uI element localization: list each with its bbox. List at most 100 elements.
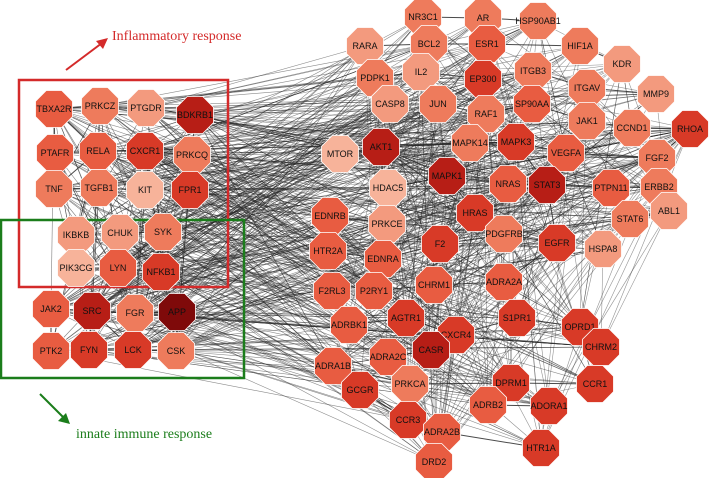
edge [405,212,476,319]
node-mapk1: MAPK1 [428,157,466,195]
node-shape [142,253,180,291]
edge [134,142,471,314]
node-label: VEGFA [551,148,581,158]
node-shape [81,87,119,125]
node-label: MTOR [327,149,354,159]
edge [53,108,191,191]
node-shape [309,232,347,270]
node-label: CHUK [107,228,133,238]
edge [482,78,660,188]
node-shape [127,89,165,127]
node-label: RAF1 [474,109,497,119]
node-label: TGFB1 [84,183,113,193]
node-label: APP [168,307,186,317]
edge [160,153,341,273]
node-adra2c: ADRA2C [369,338,407,376]
node-hdac5: HDAC5 [369,169,407,207]
edge [420,71,660,188]
node-label: EDNRA [367,254,399,264]
node-p2ry1: P2RY1 [355,272,393,310]
node-label: TNF [45,184,63,194]
node-shape [568,102,606,140]
node-ep300: EP300 [464,60,502,98]
edge [75,105,101,236]
node-vegfa: VEGFA [547,134,585,172]
node-label: PTPN11 [594,183,627,193]
node-shape [35,170,73,208]
node-ccnd1: CCND1 [613,109,651,147]
node-shape [157,332,195,370]
node-label: ITGB3 [520,66,546,76]
node-label: PIK3CG [59,263,92,273]
node-ccr1: CCR1 [576,365,614,403]
node-label: OPRD1 [564,322,595,332]
node-shape [485,263,523,301]
node-label: CXCR1 [130,146,161,156]
edge [516,63,623,319]
node-shape [611,200,649,238]
edge [439,243,512,384]
node-jak2: JAK2 [32,290,70,328]
edge [437,87,588,105]
node-label: HSPA8 [589,244,618,254]
node-label: RHOA [677,124,703,134]
node-shape [412,331,450,369]
node-prkcq: PRKCQ [173,136,211,174]
node-shape [522,429,560,467]
node-shape [582,328,620,366]
node-label: PRKCE [371,219,402,229]
node-label: SRC [82,306,102,316]
node-label: JAK1 [576,116,598,126]
edge [50,350,409,421]
node-il2: IL2 [402,53,440,91]
node-shape [650,192,688,230]
edge [176,157,658,313]
edge [441,242,558,433]
edge [386,78,484,225]
node-tbxa2r: TBXA2R [35,90,73,128]
node-fgr: FGR [116,294,154,332]
node-label: NFKB1 [146,267,175,277]
node-shape [313,272,351,310]
node-cxcr1: CXCR1 [126,132,164,170]
node-pik3cg: PIK3CG [57,249,95,287]
node-s1pr1: S1PR1 [498,299,536,337]
node-mmp9: MMP9 [637,75,675,113]
node-rhoa: RHOA [671,110,709,148]
edge [405,103,439,319]
node-prkca: PRKCA [391,365,429,403]
node-lyn: LYN [99,249,137,287]
node-shape [362,128,400,166]
node-agtr1: AGTR1 [387,299,425,337]
node-shape [467,95,505,133]
node-itgb3: ITGB3 [514,52,552,90]
node-shape [603,45,641,83]
node-syk: SYK [144,213,182,251]
node-shape [80,169,118,207]
node-label: ADRA2A [486,277,522,287]
node-label: PTK2 [40,346,63,356]
edge [548,210,670,407]
node-label: KIT [138,185,153,195]
node-csk: CSK [157,332,195,370]
node-pdgfrb: PDGFRB [485,215,523,253]
node-label: SP90AA [515,99,549,109]
node-shape [576,365,614,403]
node-casr: CASR [412,331,450,369]
edge [54,152,119,269]
node-shape [126,132,164,170]
node-label: STAT3 [534,180,561,190]
node-esr1: ESR1 [468,25,506,63]
node-label: AKT1 [370,142,393,152]
node-shape [387,299,425,337]
node-f2rl3: F2RL3 [313,272,351,310]
node-shape [456,194,494,232]
node-label: MMP9 [643,89,669,99]
node-fpr1: FPR1 [171,171,209,209]
node-nras: NRAS [489,165,527,203]
node-label: JAK2 [40,304,62,314]
node-label: IL2 [415,67,428,77]
node-shape [497,123,535,161]
node-src: SRC [73,292,111,330]
